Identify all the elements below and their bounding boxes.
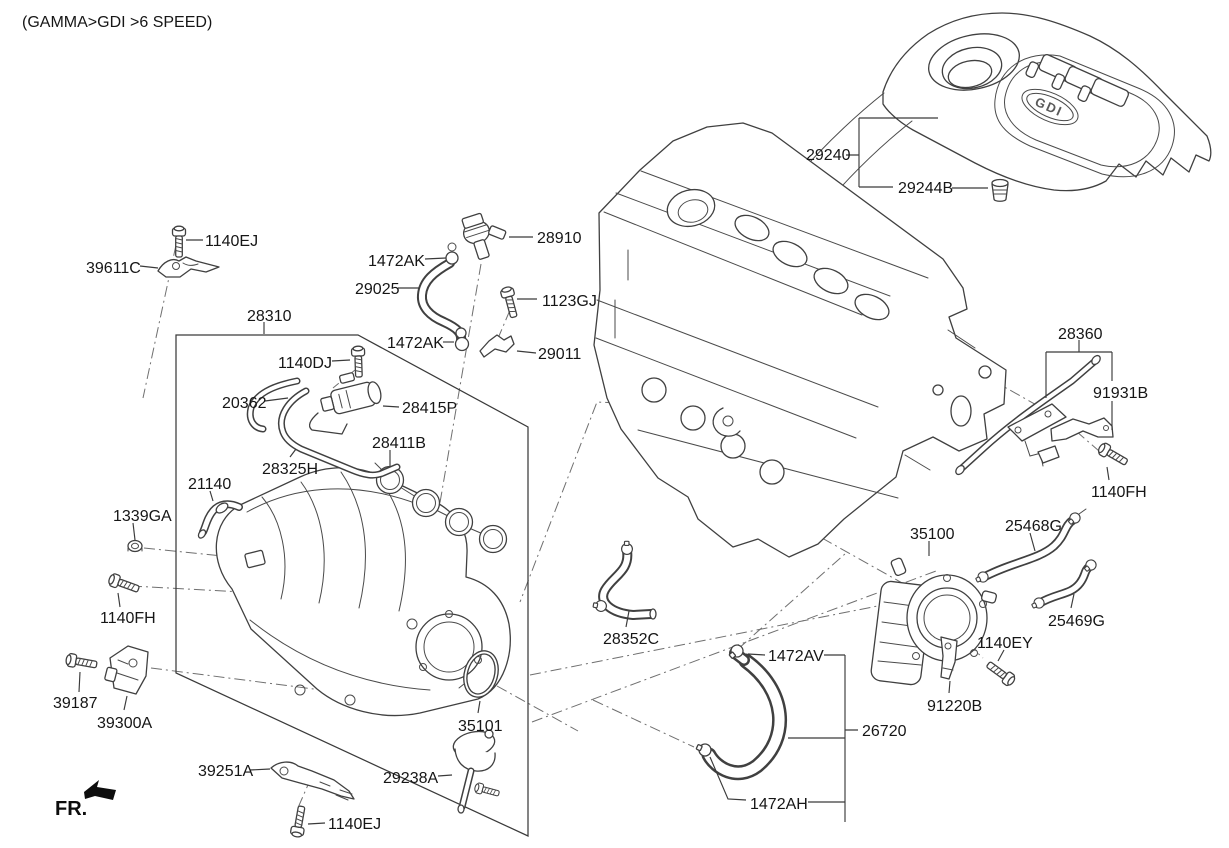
coolant-hose-inlet-art xyxy=(973,508,1087,586)
part-label-39300A[interactable]: 39300A xyxy=(97,715,152,732)
part-label-25468G[interactable]: 25468G xyxy=(1005,518,1062,535)
part-label-29240[interactable]: 29240 xyxy=(806,147,851,164)
pcv-clamp-upper-art xyxy=(445,242,459,265)
part-label-1472AH[interactable]: 1472AH xyxy=(750,796,808,813)
coolant-hose-outlet-art xyxy=(1029,557,1099,612)
vacuum-nipple-art xyxy=(197,500,243,539)
part-label-1339GA[interactable]: 1339GA xyxy=(113,508,172,525)
part-label-29238A[interactable]: 29238A xyxy=(383,770,438,787)
part-label-20362[interactable]: 20362 xyxy=(222,395,267,412)
part-label-1140EJ-top[interactable]: 1140EJ xyxy=(205,233,258,250)
stay-bracket-art xyxy=(270,761,355,801)
pcv-clamp-lower-art xyxy=(454,327,470,352)
part-label-91931B[interactable]: 91931B xyxy=(1093,385,1148,402)
part-label-28310[interactable]: 28310 xyxy=(247,308,292,325)
part-label-29244B[interactable]: 29244B xyxy=(898,180,953,197)
purge-control-valve-art xyxy=(308,372,382,435)
vapor-hoses-art xyxy=(246,377,401,479)
throttle-oring-art xyxy=(458,650,499,698)
part-label-21140[interactable]: 21140 xyxy=(188,476,231,493)
purge-bracket-art xyxy=(157,256,220,278)
part-label-28352C[interactable]: 28352C xyxy=(603,631,659,648)
front-direction-arrow-icon xyxy=(84,780,116,800)
vent-hose-art xyxy=(591,540,657,620)
front-direction-label: FR. xyxy=(55,798,87,820)
hose-bracket-art xyxy=(479,334,515,358)
part-label-1140FH-left[interactable]: 1140FH xyxy=(100,610,156,627)
diagram-title: (GAMMA>GDI >6 SPEED) xyxy=(22,14,212,31)
part-label-91220B[interactable]: 91220B xyxy=(927,698,982,715)
front-direction-marker: FR. xyxy=(55,780,116,820)
leader-lines xyxy=(78,117,1113,825)
sensor-bolt-art xyxy=(64,652,99,672)
solenoid-bolt-art xyxy=(350,345,367,378)
pcv-hose-art xyxy=(416,258,467,345)
actuator-bolt-art xyxy=(473,781,501,800)
pipe-bolt-art xyxy=(1095,440,1131,469)
part-label-1140FH-right[interactable]: 1140FH xyxy=(1091,484,1147,501)
throttle-body-art xyxy=(870,557,998,686)
manifold-nut-art xyxy=(127,539,143,553)
pipe-bracket-art xyxy=(1037,417,1114,464)
part-label-1123GJ[interactable]: 1123GJ xyxy=(542,293,597,310)
part-label-39611C[interactable]: 39611C xyxy=(86,260,141,277)
part-label-35101[interactable]: 35101 xyxy=(458,718,503,735)
part-label-29011[interactable]: 29011 xyxy=(538,346,581,363)
vacuum-pipe-art xyxy=(955,354,1101,476)
part-label-35100[interactable]: 35100 xyxy=(910,526,955,543)
throttle-bolt-art xyxy=(983,658,1018,689)
part-label-28411B[interactable]: 28411B xyxy=(372,435,426,452)
engine-cover-art: GDI xyxy=(790,12,1212,222)
engine-block-art xyxy=(593,122,1007,558)
map-sensor-art xyxy=(104,645,149,695)
part-label-1140EY[interactable]: 1140EY xyxy=(977,635,1033,652)
part-label-1472AK-upper[interactable]: 1472AK xyxy=(368,253,425,270)
part-label-28360[interactable]: 28360 xyxy=(1058,326,1103,343)
bracket-bolt-1123gj-art xyxy=(499,284,521,320)
vcm-actuator-art xyxy=(452,729,496,814)
part-label-25469G[interactable]: 25469G xyxy=(1048,613,1105,630)
pcv-valve-art xyxy=(461,212,507,260)
part-label-1472AK-lower[interactable]: 1472AK xyxy=(387,335,444,352)
part-label-26720[interactable]: 26720 xyxy=(862,723,907,740)
part-label-28415P[interactable]: 28415P xyxy=(402,400,457,417)
harness-bracket-art xyxy=(940,636,958,680)
part-label-28910[interactable]: 28910 xyxy=(537,230,582,247)
part-label-29025[interactable]: 29025 xyxy=(355,281,400,298)
part-label-1140DJ[interactable]: 1140DJ xyxy=(278,355,332,372)
part-label-1140EJ-bottom[interactable]: 1140EJ xyxy=(328,816,381,833)
breather-hose-art xyxy=(701,647,787,781)
manifold-bolt-left-art xyxy=(106,571,142,596)
manifold-assembly-box xyxy=(175,334,529,837)
part-label-28325H[interactable]: 28325H xyxy=(262,461,318,478)
cover-grommet-art xyxy=(991,178,1009,202)
part-label-39251A[interactable]: 39251A xyxy=(198,763,253,780)
manifold-gasket-art xyxy=(374,462,508,554)
part-label-1472AV[interactable]: 1472AV xyxy=(768,648,824,665)
part-label-39187[interactable]: 39187 xyxy=(53,695,98,712)
stay-bolt-art xyxy=(289,804,309,839)
intake-manifold-art xyxy=(215,467,511,717)
